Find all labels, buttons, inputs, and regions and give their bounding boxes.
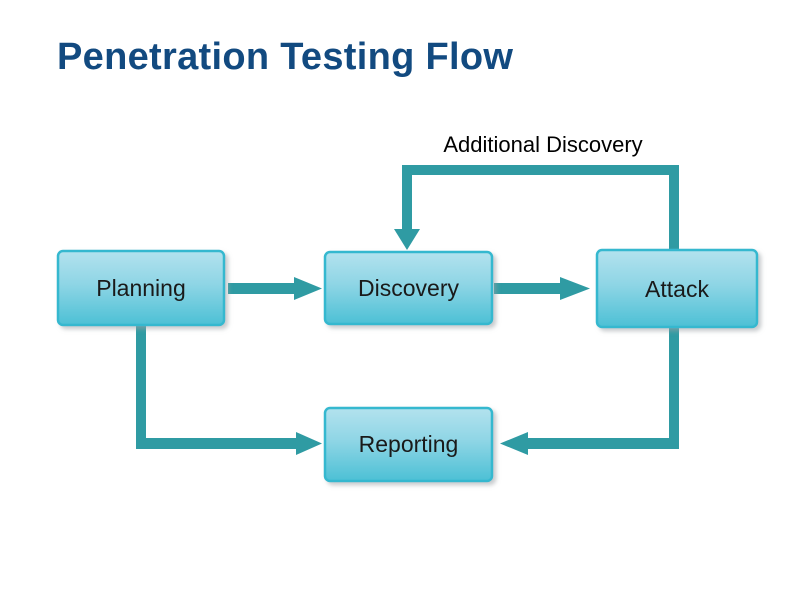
node-discovery-box[interactable] bbox=[323, 250, 494, 326]
node-reporting-label: Reporting bbox=[359, 431, 459, 457]
edge-discovery-to-attack bbox=[494, 277, 590, 300]
edge-label-additional-discovery: Additional Discovery bbox=[443, 132, 642, 157]
node-attack-box[interactable] bbox=[595, 248, 759, 329]
node-attack-label: Attack bbox=[645, 276, 709, 302]
node-planning-box[interactable] bbox=[56, 249, 226, 327]
edge-planning-to-discovery bbox=[228, 277, 322, 300]
edge-planning-to-reporting bbox=[136, 322, 322, 455]
edge-attack-to-reporting bbox=[500, 324, 679, 455]
node-reporting[interactable]: Reporting bbox=[323, 406, 494, 483]
node-planning[interactable]: Planning bbox=[56, 249, 226, 327]
page-title: Penetration Testing Flow bbox=[57, 36, 514, 78]
node-attack[interactable]: Attack bbox=[595, 248, 759, 329]
node-discovery-label: Discovery bbox=[358, 275, 459, 301]
node-planning-label: Planning bbox=[96, 275, 186, 301]
node-discovery[interactable]: Discovery bbox=[323, 250, 494, 326]
node-reporting-box[interactable] bbox=[323, 406, 494, 483]
edge-attack-to-discovery-loop bbox=[394, 165, 679, 253]
